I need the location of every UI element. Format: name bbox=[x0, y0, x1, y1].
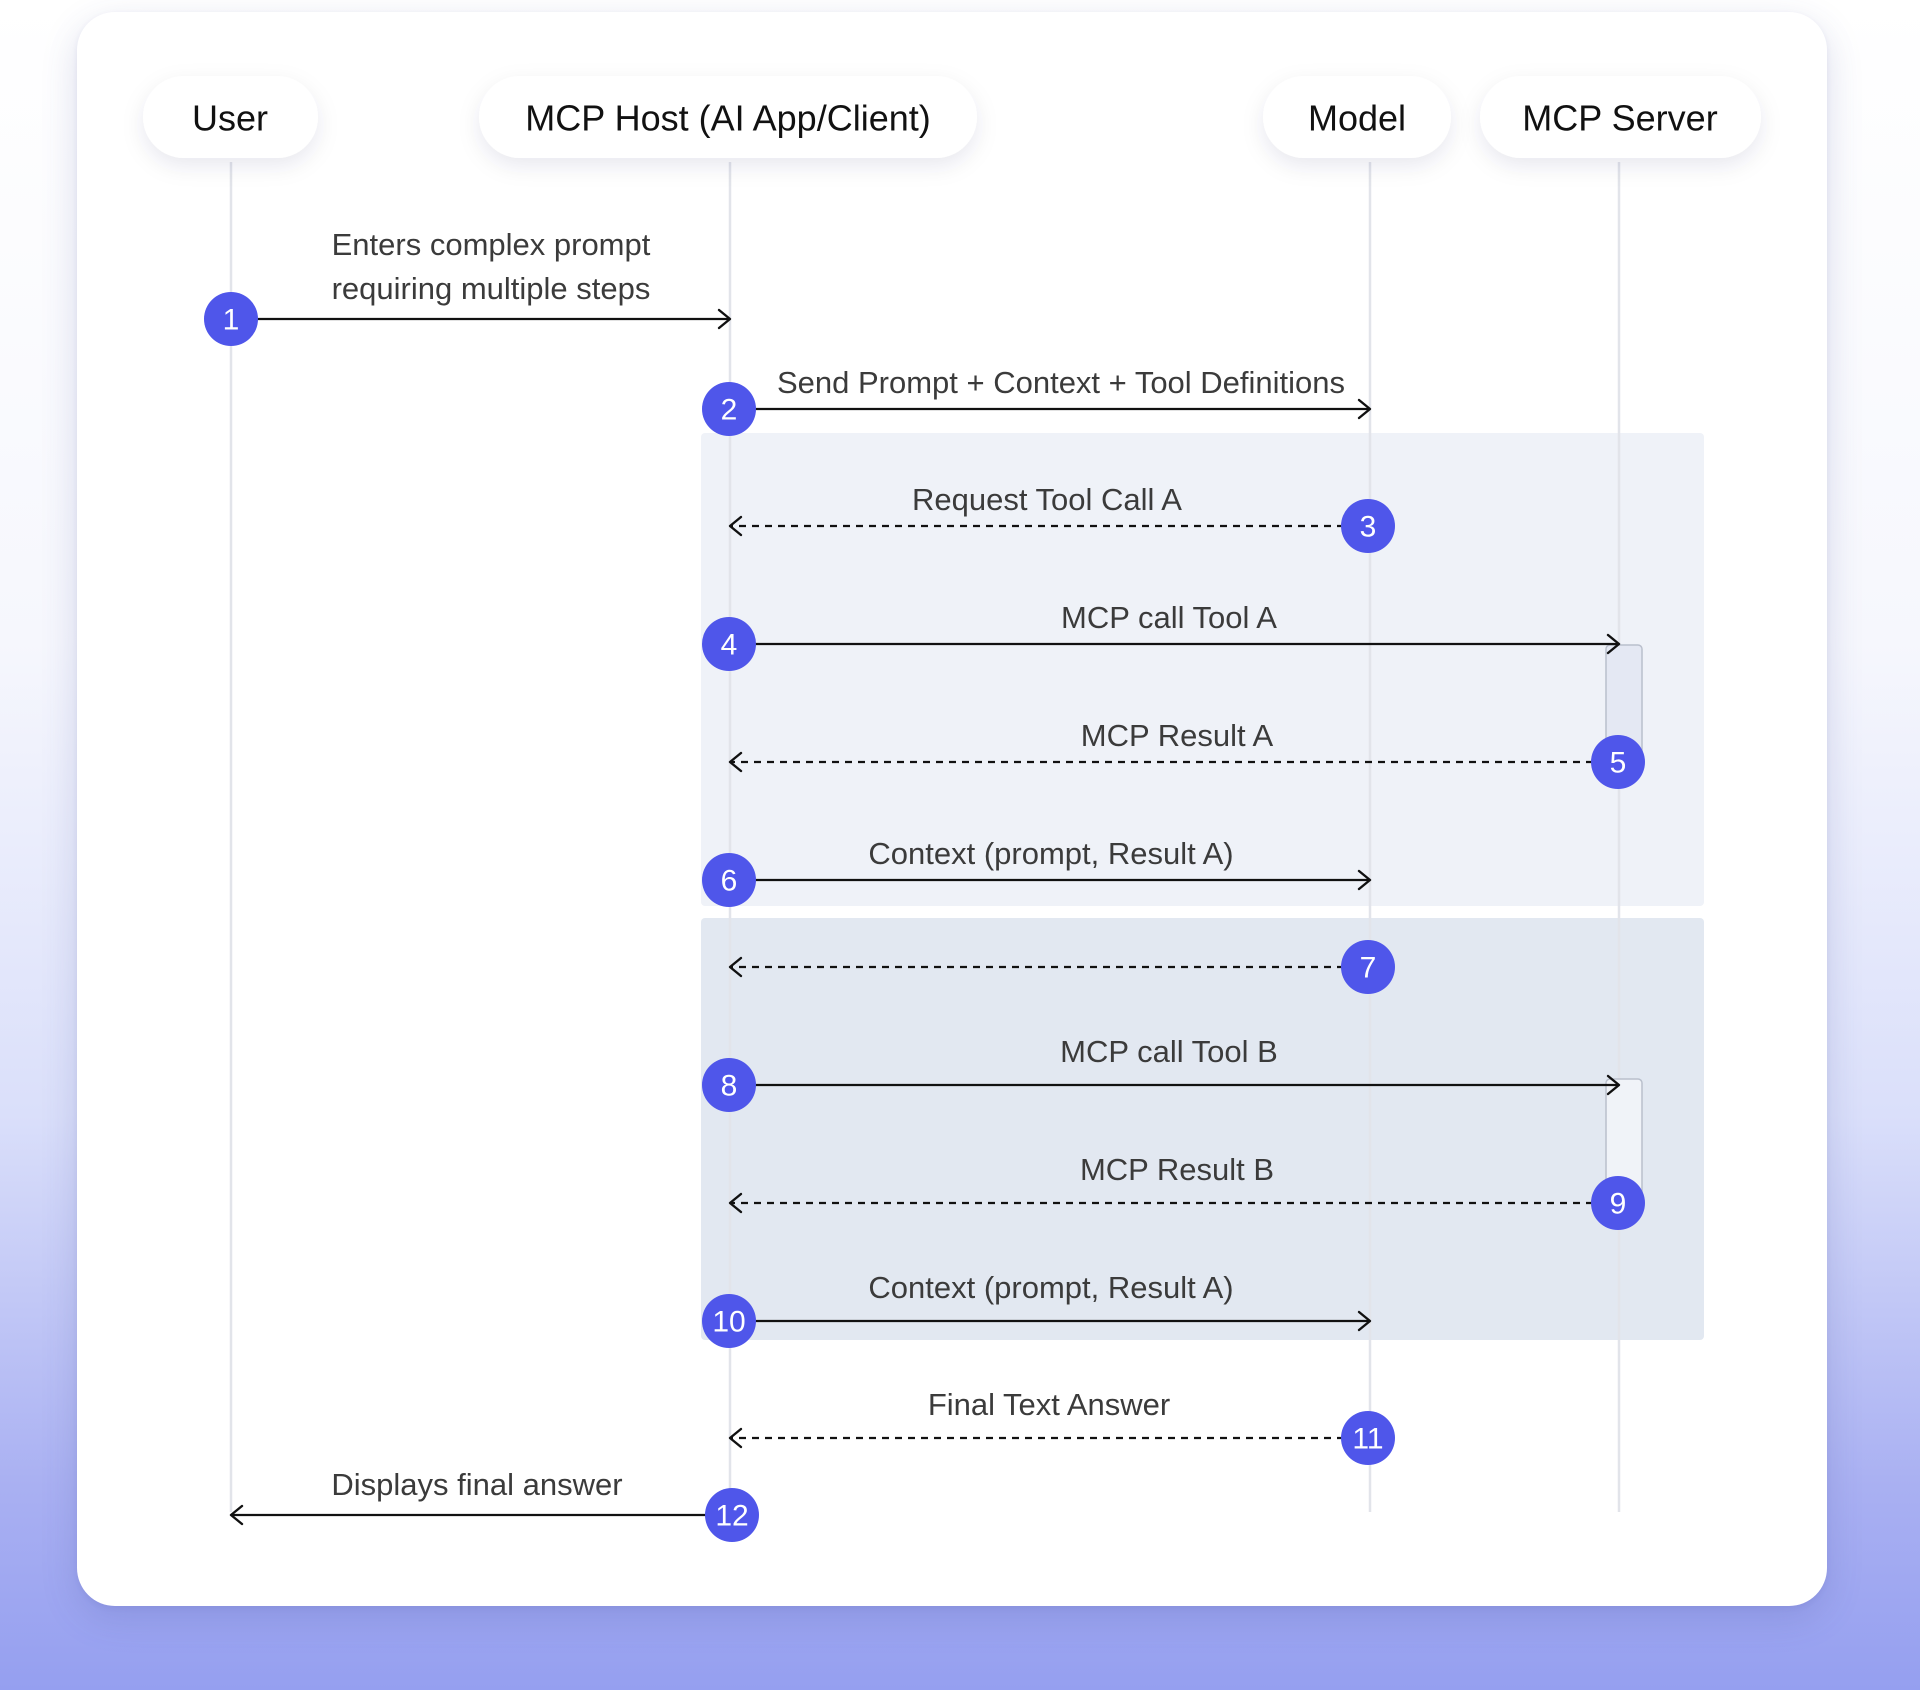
message-1-arrowhead bbox=[717, 308, 732, 330]
actor-model: Model bbox=[1263, 76, 1451, 158]
actor-user-box bbox=[143, 76, 318, 158]
message-6-label: Context (prompt, Result A) bbox=[868, 836, 1233, 871]
message-5: 5 MCP Result A bbox=[728, 718, 1645, 789]
step-number-12: 12 bbox=[715, 1500, 748, 1533]
actor-mcp-server-label: MCP Server bbox=[1522, 98, 1717, 139]
message-1-label-line-2: requiring multiple steps bbox=[332, 271, 651, 306]
message-8-label: MCP call Tool B bbox=[1060, 1034, 1278, 1069]
message-2-label: Send Prompt + Context + Tool Definitions bbox=[777, 365, 1345, 400]
step-number-9: 9 bbox=[1610, 1188, 1627, 1221]
step-badge-3 bbox=[1341, 499, 1395, 553]
step-badge-11 bbox=[1341, 1411, 1395, 1465]
step-number-6: 6 bbox=[721, 865, 738, 898]
message-9: 9 MCP Result B bbox=[728, 1152, 1645, 1230]
message-4-label: MCP call Tool A bbox=[1061, 600, 1277, 635]
step-badge-7 bbox=[1341, 940, 1395, 994]
message-2-arrowhead bbox=[1357, 398, 1372, 420]
step-badge-6 bbox=[702, 853, 756, 907]
diagram-card: User MCP Host (AI App/Client) Model MCP … bbox=[77, 12, 1827, 1606]
message-8: 8 MCP call Tool B bbox=[702, 1034, 1621, 1112]
step-number-3: 3 bbox=[1360, 511, 1377, 544]
messages: 1 Enters complex prompt requiring multiple… bbox=[204, 227, 1645, 1542]
message-9-label: MCP Result B bbox=[1080, 1152, 1274, 1187]
message-12-arrowhead bbox=[229, 1504, 244, 1526]
step-number-10: 10 bbox=[712, 1306, 745, 1339]
step-number-8: 8 bbox=[721, 1070, 738, 1103]
message-3: 3 Request Tool Call A bbox=[728, 482, 1395, 553]
tool-b-frame bbox=[701, 918, 1704, 1340]
message-12: 12 Displays final answer bbox=[229, 1467, 759, 1542]
message-8-arrowhead bbox=[1606, 1074, 1621, 1096]
message-6-arrowhead bbox=[1357, 869, 1372, 891]
message-11: 11 Final Text Answer bbox=[728, 1387, 1395, 1465]
actor-mcp-host-box bbox=[479, 76, 977, 158]
actor-mcp-host-label: MCP Host (AI App/Client) bbox=[525, 98, 930, 139]
actor-mcp-server-box bbox=[1480, 76, 1761, 158]
message-1-label-line-1: Enters complex prompt bbox=[332, 227, 651, 262]
step-badge-9 bbox=[1591, 1176, 1645, 1230]
message-11-label: Final Text Answer bbox=[928, 1387, 1170, 1422]
message-6: 6 Context (prompt, Result A) bbox=[702, 836, 1372, 907]
actor-model-label: Model bbox=[1308, 98, 1406, 139]
message-5-label: MCP Result A bbox=[1081, 718, 1274, 753]
step-number-11: 11 bbox=[1352, 1423, 1383, 1456]
message-1: 1 Enters complex prompt requiring multiple… bbox=[204, 227, 732, 346]
message-5-arrowhead bbox=[728, 751, 743, 773]
message-10: 10 Context (prompt, Result A) bbox=[702, 1270, 1372, 1348]
message-10-label: Context (prompt, Result A) bbox=[868, 1270, 1233, 1305]
step-badge-12 bbox=[705, 1488, 759, 1542]
message-4: 4 MCP call Tool A bbox=[702, 600, 1621, 671]
step-badge-5 bbox=[1591, 735, 1645, 789]
message-7-arrowhead bbox=[728, 956, 743, 978]
sequence-diagram: User MCP Host (AI App/Client) Model MCP … bbox=[143, 76, 1761, 1542]
message-7: 7 bbox=[728, 940, 1395, 994]
tool-a-frame bbox=[701, 433, 1704, 906]
step-badge-2 bbox=[702, 382, 756, 436]
actor-mcp-host: MCP Host (AI App/Client) bbox=[479, 76, 977, 158]
message-3-arrowhead bbox=[728, 515, 743, 537]
step-number-4: 4 bbox=[721, 629, 738, 662]
message-2: 2 Send Prompt + Context + Tool Definition… bbox=[702, 365, 1372, 436]
message-4-arrowhead bbox=[1606, 633, 1621, 655]
step-number-5: 5 bbox=[1610, 747, 1627, 780]
actor-user-label: User bbox=[192, 98, 268, 139]
message-11-arrowhead bbox=[728, 1427, 743, 1449]
actor-mcp-server: MCP Server bbox=[1480, 76, 1761, 158]
step-number-2: 2 bbox=[721, 394, 738, 427]
message-3-label: Request Tool Call A bbox=[912, 482, 1182, 517]
step-number-7: 7 bbox=[1360, 952, 1377, 985]
message-12-label: Displays final answer bbox=[331, 1467, 622, 1502]
message-10-arrowhead bbox=[1357, 1310, 1372, 1332]
step-badge-8 bbox=[702, 1058, 756, 1112]
step-number-1: 1 bbox=[223, 304, 240, 337]
actor-user: User bbox=[143, 76, 318, 158]
message-9-arrowhead bbox=[728, 1192, 743, 1214]
actor-model-box bbox=[1263, 76, 1451, 158]
step-badge-4 bbox=[702, 617, 756, 671]
step-badge-10 bbox=[702, 1294, 756, 1348]
step-badge-1 bbox=[204, 292, 258, 346]
